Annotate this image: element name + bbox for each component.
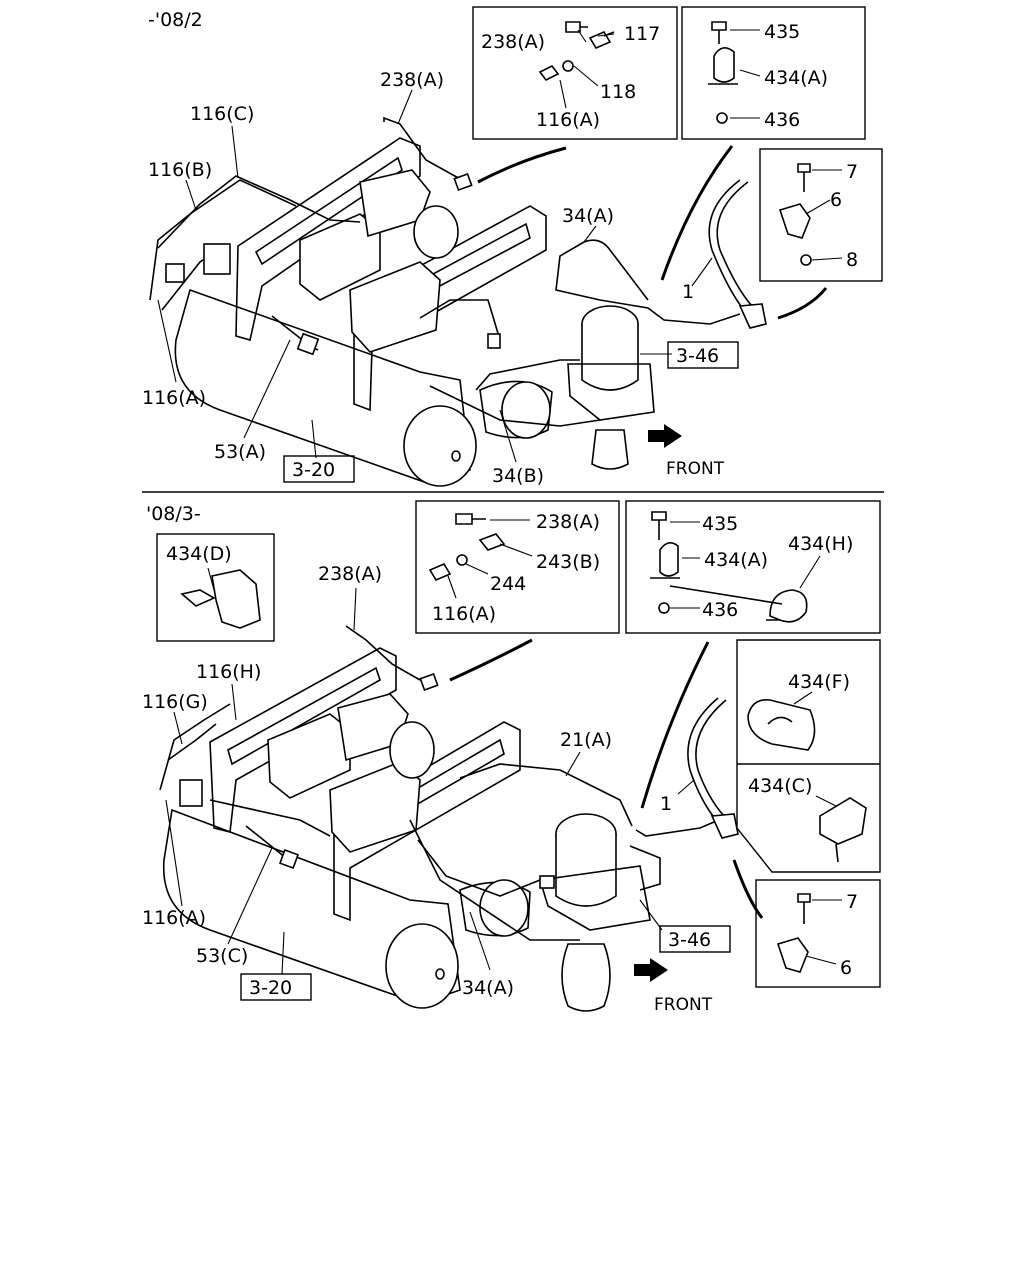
top-bracket-label-8: 8	[846, 249, 858, 271]
top-callout-116b: 116(B)	[148, 159, 212, 181]
bottom-callout-346-box	[659, 925, 731, 953]
bottom-callout-116g: 116(G)	[142, 691, 208, 713]
top-callout-346: 3-46	[676, 345, 719, 367]
bottom-bracket-label-6: 6	[840, 957, 852, 979]
bottom-callout-116a: 116(A)	[142, 907, 206, 929]
bottom-inset-clamp: 435 434(A) 434(H) 436	[625, 500, 881, 634]
top-callout-53a: 53(A)	[214, 441, 266, 463]
top-callout-238a: 238(A)	[380, 69, 444, 91]
bottom-callout-320-box	[240, 973, 312, 1001]
top-fittings-label-238a: 238(A)	[481, 31, 545, 53]
top-assembly	[149, 116, 767, 487]
period-label-bottom: '08/3-	[146, 503, 201, 525]
bottom-clip-f-label: 434(F)	[788, 671, 850, 693]
bottom-assembly	[159, 625, 739, 1012]
bottom-leader-clamp	[640, 641, 710, 809]
top-fittings-label-116a: 116(A)	[536, 109, 600, 131]
top-inset-clamp: 435 434(A) 436	[681, 6, 866, 140]
top-fittings-label-117: 117	[624, 23, 660, 45]
bottom-clamp-label-434h: 434(H)	[788, 533, 853, 555]
top-callout-34b: 34(B)	[492, 465, 544, 487]
bottom-front-label: FRONT	[654, 995, 713, 1015]
top-leader-clamp	[660, 145, 734, 281]
top-front-label: FRONT	[666, 459, 725, 479]
bottom-fittings-label-244: 244	[490, 573, 526, 595]
top-callout-320-box	[283, 455, 355, 483]
bottom-clip-c-label: 434(C)	[748, 775, 812, 797]
bottom-fittings-label-238a: 238(A)	[536, 511, 600, 533]
top-clamp-label-434a: 434(A)	[764, 67, 828, 89]
bottom-callout-21a: 21(A)	[560, 729, 612, 751]
bottom-leader-fittings	[449, 638, 533, 682]
bottom-inset-fittings: 238(A) 243(B) 244 116(A)	[415, 500, 620, 634]
top-bracket-label-7: 7	[846, 161, 858, 183]
top-inset-bracket: 7 6 8	[759, 148, 883, 282]
top-inset-fittings: 238(A) 117 118 116(A)	[472, 6, 678, 140]
bottom-callout-53c: 53(C)	[196, 945, 248, 967]
bottom-clamp-label-435: 435	[702, 513, 738, 535]
bottom-callout-346: 3-46	[668, 929, 711, 951]
top-front-arrow-icon	[648, 424, 682, 448]
top-leader-bracket	[777, 287, 828, 320]
top-fittings-label-118: 118	[600, 81, 636, 103]
top-clamp-label-435: 435	[764, 21, 800, 43]
bottom-front-arrow-icon	[634, 958, 668, 982]
bottom-fittings-label-243b: 243(B)	[536, 551, 600, 573]
bottom-callout-34a: 34(A)	[462, 977, 514, 999]
bottom-bracket-label-7: 7	[846, 891, 858, 913]
bottom-fittings-label-116a: 116(A)	[432, 603, 496, 625]
bottom-callout-238a: 238(A)	[318, 563, 382, 585]
bottom-leader-bracket	[732, 859, 764, 919]
bottom-callout-320: 3-20	[249, 977, 292, 999]
top-callout-1: 1	[682, 281, 694, 303]
top-callout-34a: 34(A)	[562, 205, 614, 227]
top-callout-346-box	[667, 341, 739, 369]
bottom-callout-1: 1	[660, 793, 672, 815]
top-callout-116c: 116(C)	[190, 103, 254, 125]
top-callout-320: 3-20	[292, 459, 335, 481]
period-label-top: -'08/2	[148, 9, 203, 31]
bottom-callout-116h: 116(H)	[196, 661, 261, 683]
top-clamp-label-436: 436	[764, 109, 800, 131]
top-leader-fittings	[477, 146, 567, 184]
top-bracket-label-6: 6	[830, 189, 842, 211]
bottom-inset-bracket: 7 6	[755, 879, 881, 988]
bottom-clamp-label-436: 436	[702, 599, 738, 621]
bottom-clamp-label-434a: 434(A)	[704, 549, 768, 571]
bottom-inset-clip-f-c: 434(F) 434(C)	[736, 639, 881, 873]
bottom-clip-d-label: 434(D)	[166, 543, 232, 565]
top-section: -'08/2 238(A) 117 118 116(A) 435 434(A) …	[142, 6, 883, 487]
bottom-inset-clip-d: 434(D)	[156, 533, 275, 642]
bottom-section: '08/3- 434(D) 238(A) 243(B) 244 116(A)	[142, 500, 881, 1015]
top-callout-116a: 116(A)	[142, 387, 206, 409]
